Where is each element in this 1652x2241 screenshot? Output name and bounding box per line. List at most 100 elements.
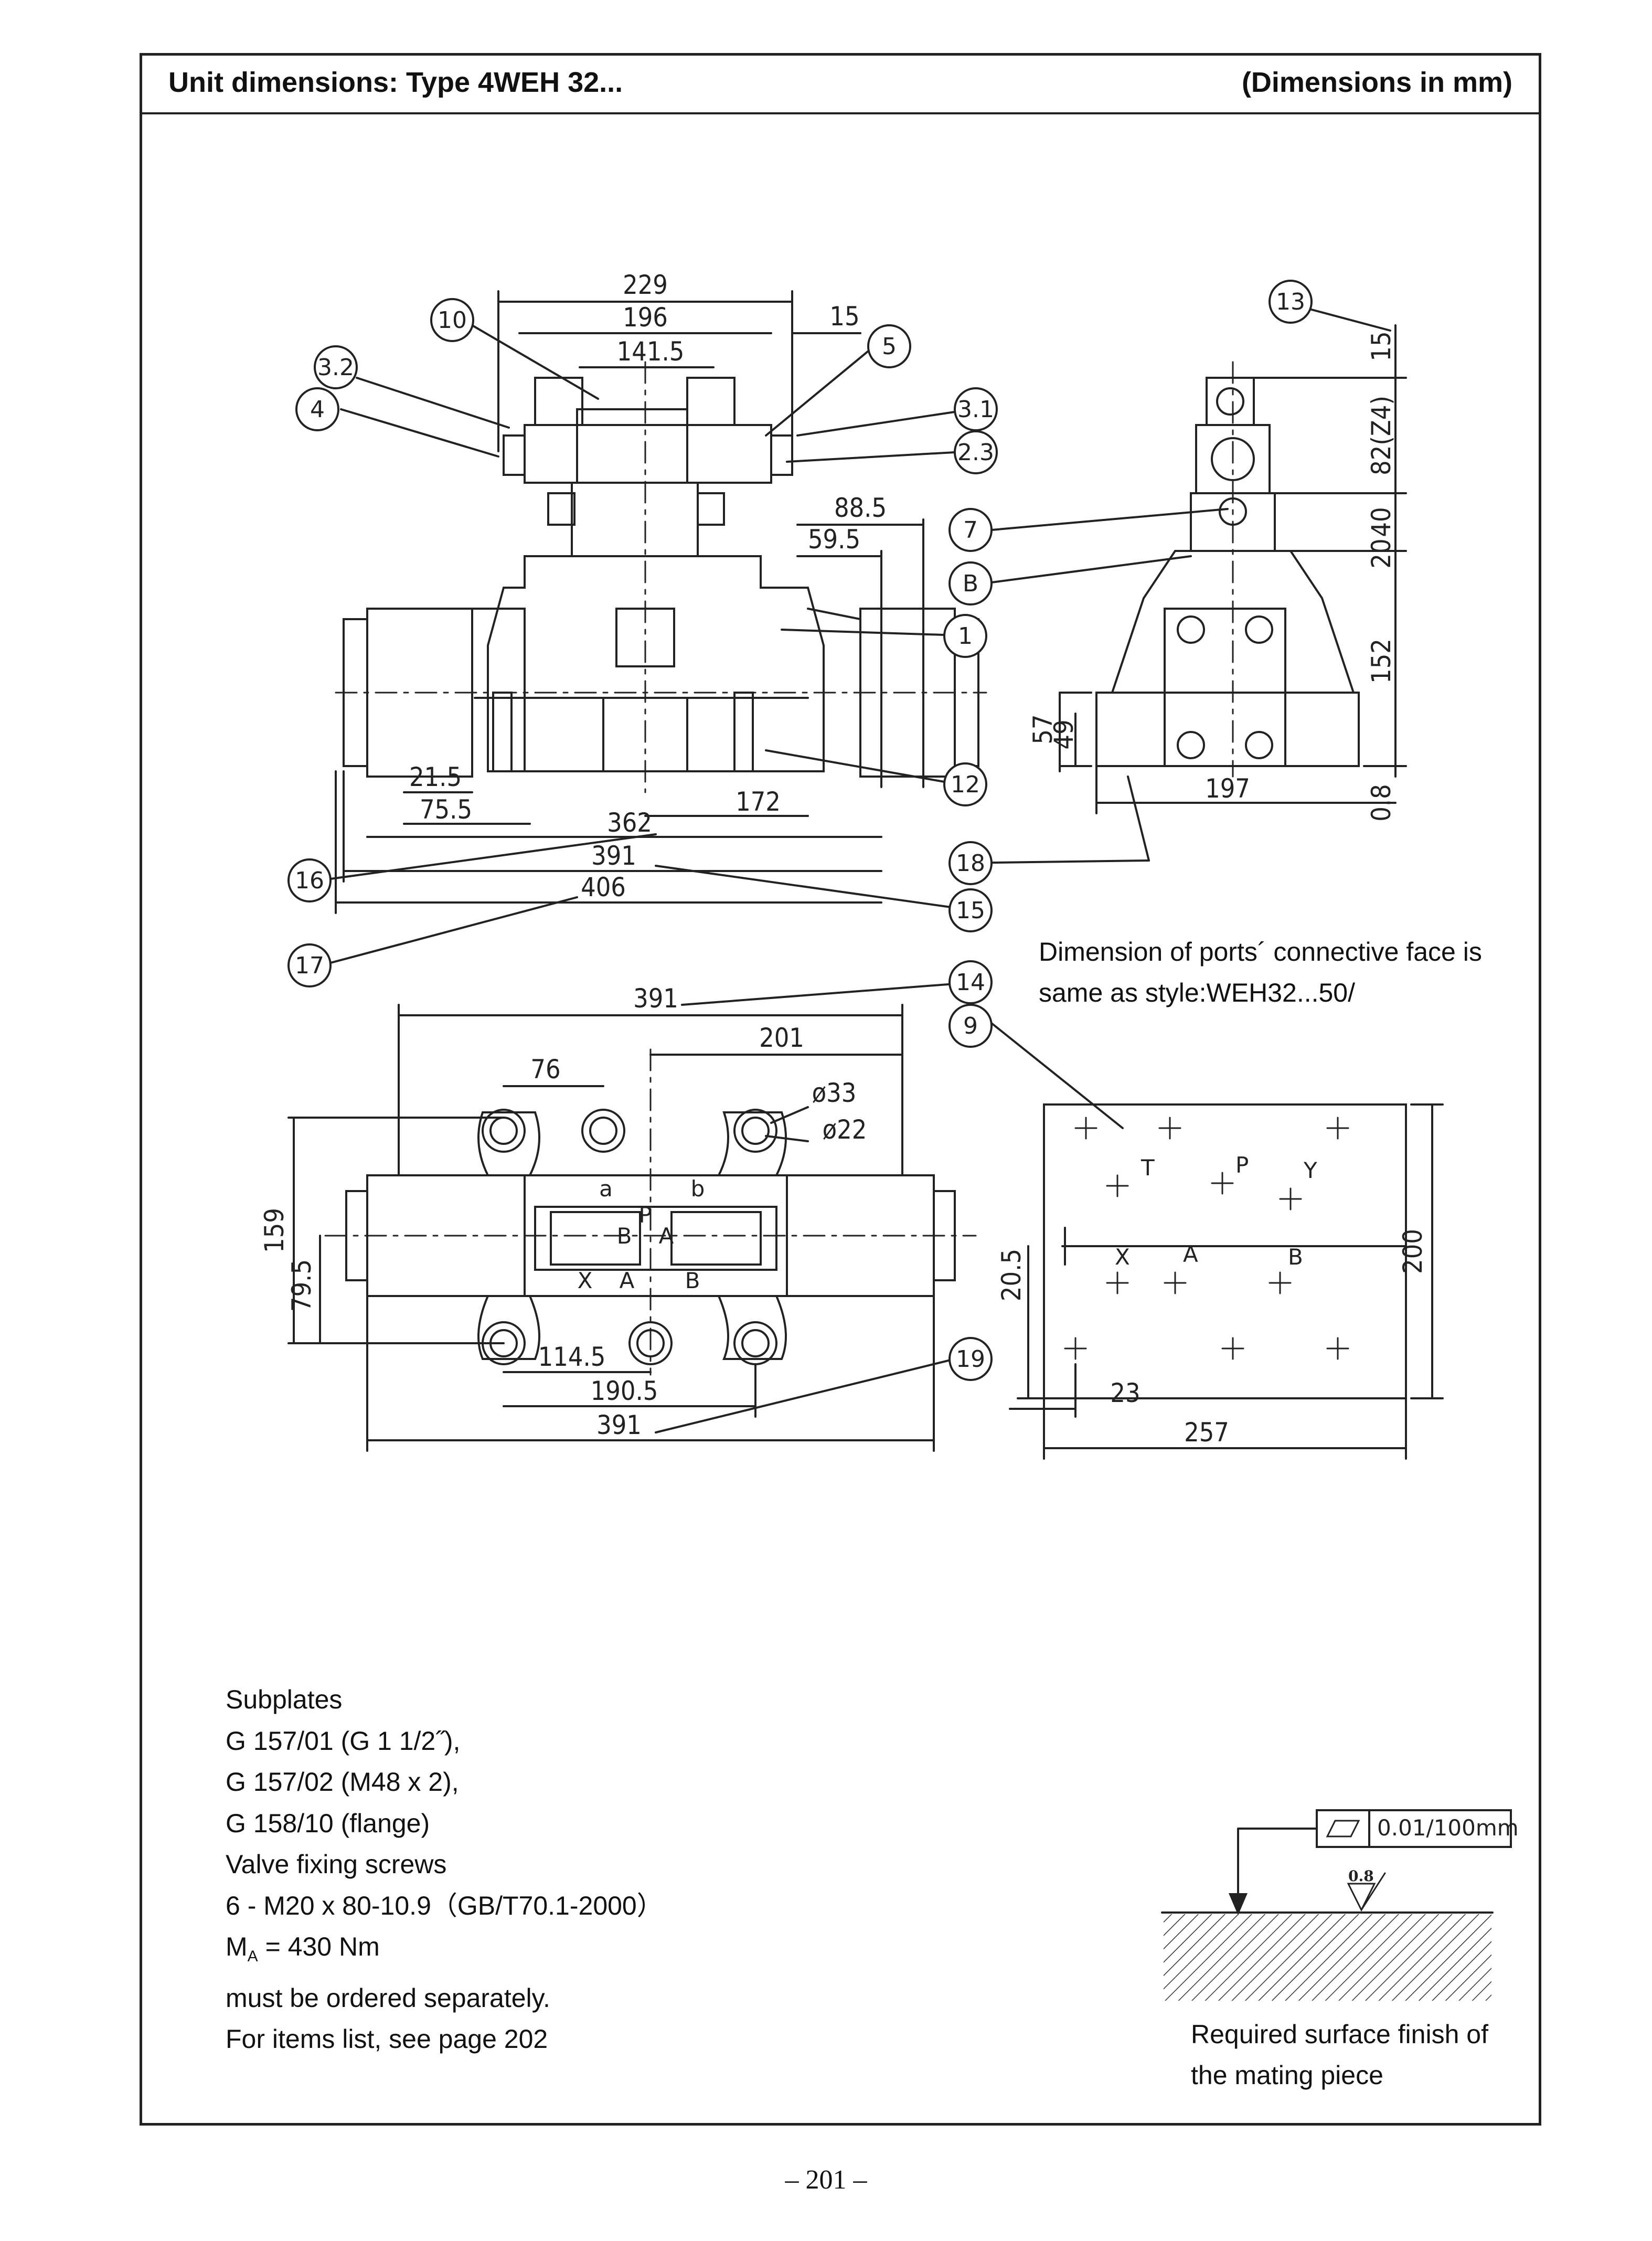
page-number: – 201 – xyxy=(785,2165,867,2195)
port-label-b-bottom: B xyxy=(685,1268,700,1293)
port-x: X xyxy=(1115,1244,1130,1270)
svg-text:9: 9 xyxy=(963,1013,978,1039)
balloon-4: 4 xyxy=(295,387,339,431)
balloon-B: B xyxy=(948,561,993,606)
port-label-b-centre: B xyxy=(617,1223,632,1249)
balloon-13: 13 xyxy=(1269,280,1313,324)
dim-391-top: 391 xyxy=(633,983,678,1014)
dim-200: 200 xyxy=(1398,1229,1428,1274)
port-label-b: b xyxy=(691,1176,705,1202)
surface-caption-line2: the mating piece xyxy=(1191,2061,1383,2090)
dim-76: 76 xyxy=(530,1054,560,1085)
port-face-note-line2: same as style:WEH32...50/ xyxy=(1039,978,1356,1007)
svg-text:12: 12 xyxy=(951,771,980,798)
dim-196: 196 xyxy=(623,302,668,333)
balloon-2-3: 2.3 xyxy=(954,430,998,474)
dim-82-z4: 82(Z4) xyxy=(1366,396,1397,475)
front-view-dimensions: 229 196 141.5 15 88.5 59.5 21.5 75.5 172… xyxy=(409,270,887,902)
svg-text:19: 19 xyxy=(956,1346,985,1373)
dim-23: 23 xyxy=(1110,1378,1140,1408)
dim-79-5: 79.5 xyxy=(286,1259,317,1312)
surface-finish-symbol xyxy=(1161,1809,1512,2001)
front-view-balloons: 10 3.2 4 5 3.1 2.3 1 12 16 17 18 15 xyxy=(287,298,998,987)
port-t: T xyxy=(1141,1155,1155,1181)
port-label-a-centre: A xyxy=(659,1223,674,1249)
dim-40: 40 xyxy=(1366,507,1397,537)
top-view-balloons: 14 19 xyxy=(948,960,993,1381)
svg-text:13: 13 xyxy=(1276,289,1305,315)
port-label-a: a xyxy=(599,1176,613,1202)
svg-text:16: 16 xyxy=(295,867,324,894)
top-view xyxy=(287,983,977,1452)
dim-229: 229 xyxy=(623,270,668,300)
subplates-line: G 158/10 (flange) xyxy=(226,1808,430,1838)
port-face-labels: T P Y X A B 200 20.5 23 257 xyxy=(996,1152,1428,1448)
port-label-a-bottom: A xyxy=(620,1268,635,1293)
side-view xyxy=(990,309,1407,862)
balloon-1: 1 xyxy=(943,614,987,658)
surface-caption-line1: Required surface finish of xyxy=(1191,2020,1488,2049)
dim-201: 201 xyxy=(759,1023,804,1053)
dim-159: 159 xyxy=(259,1208,290,1253)
subplates-line: For items list, see page 202 xyxy=(226,2024,548,2054)
svg-text:4: 4 xyxy=(310,396,325,423)
port-face-view xyxy=(990,1022,1444,1460)
torque-line: MA = 430 Nm xyxy=(226,1932,380,1965)
subplates-line: must be ordered separately. xyxy=(226,1983,550,2013)
dim-dia-33: ø33 xyxy=(812,1078,857,1108)
svg-text:5: 5 xyxy=(882,333,897,360)
balloon-3-2: 3.2 xyxy=(314,345,358,389)
dim-197: 197 xyxy=(1205,773,1250,804)
svg-text:3.1: 3.1 xyxy=(957,396,994,423)
dim-391-bottom: 391 xyxy=(596,1410,642,1440)
svg-text:17: 17 xyxy=(295,952,324,979)
svg-text:B: B xyxy=(963,570,978,597)
dim-21-5: 21.5 xyxy=(409,762,462,792)
subplates-line: Valve fixing screws xyxy=(226,1850,447,1879)
balloon-18: 18 xyxy=(948,841,993,885)
balloon-9: 9 xyxy=(948,1004,993,1048)
dim-257: 257 xyxy=(1184,1417,1229,1448)
dim-20-5: 20.5 xyxy=(996,1249,1027,1301)
dim-20: 20 xyxy=(1366,538,1397,568)
svg-text:18: 18 xyxy=(956,850,985,877)
port-a: A xyxy=(1183,1241,1198,1267)
dim-391: 391 xyxy=(591,841,636,871)
top-view-dimensions: 391 201 76 ø33 ø22 159 79.5 114.5 190.5 … xyxy=(259,983,867,1440)
side-view-balloons: 13 7 B xyxy=(948,280,1313,606)
port-face-note-line1: Dimension of ports´ connective face is xyxy=(1039,937,1482,967)
subplates-line: G 157/01 (G 1 1/2˝), xyxy=(226,1726,461,1756)
units-note: (Dimensions in mm) xyxy=(1241,67,1512,98)
dim-59-5: 59.5 xyxy=(808,524,860,555)
port-face-note: Dimension of ports´ connective face is s… xyxy=(1039,931,1482,1013)
port-label-x: X xyxy=(578,1268,593,1293)
balloon-17: 17 xyxy=(287,943,332,987)
dim-dia-22: ø22 xyxy=(823,1114,867,1145)
page-title: Unit dimensions: Type 4WEH 32... xyxy=(168,67,623,98)
balloon-3-1: 3.1 xyxy=(954,387,998,431)
surface-finish-caption: Required surface finish of the mating pi… xyxy=(1191,2014,1488,2096)
port-face-balloon: 9 xyxy=(948,1004,993,1048)
dim-57: 57 xyxy=(1028,714,1058,744)
subplates-line: G 157/02 (M48 x 2), xyxy=(226,1767,459,1797)
svg-text:14: 14 xyxy=(956,969,985,996)
port-label-p: P xyxy=(638,1202,652,1228)
dim-152: 152 xyxy=(1366,639,1397,684)
balloon-15: 15 xyxy=(948,888,993,932)
subplates-line: 6 - M20 x 80-10.9（GB/T70.1-2000） xyxy=(226,1890,663,1920)
dim-0-8: 0.8 xyxy=(1366,784,1397,822)
balloon-19: 19 xyxy=(948,1337,993,1381)
svg-text:7: 7 xyxy=(963,517,978,544)
balloon-12: 12 xyxy=(943,762,987,806)
dim-172: 172 xyxy=(736,787,781,817)
balloon-7: 7 xyxy=(948,508,993,552)
dim-15: 15 xyxy=(829,301,859,332)
roughness-value: 0.8 xyxy=(1348,1867,1374,1885)
side-view-dimensions: 15 82(Z4) 40 20 152 57 49 197 0.8 xyxy=(1028,331,1397,821)
port-y: Y xyxy=(1303,1157,1317,1183)
dim-141-5: 141.5 xyxy=(617,336,685,367)
page-frame: Unit dimensions: Type 4WEH 32... (Dimens… xyxy=(140,53,1541,2126)
dim-362: 362 xyxy=(607,808,652,838)
dim-49: 49 xyxy=(1049,719,1079,749)
dim-75-5: 75.5 xyxy=(420,794,472,825)
